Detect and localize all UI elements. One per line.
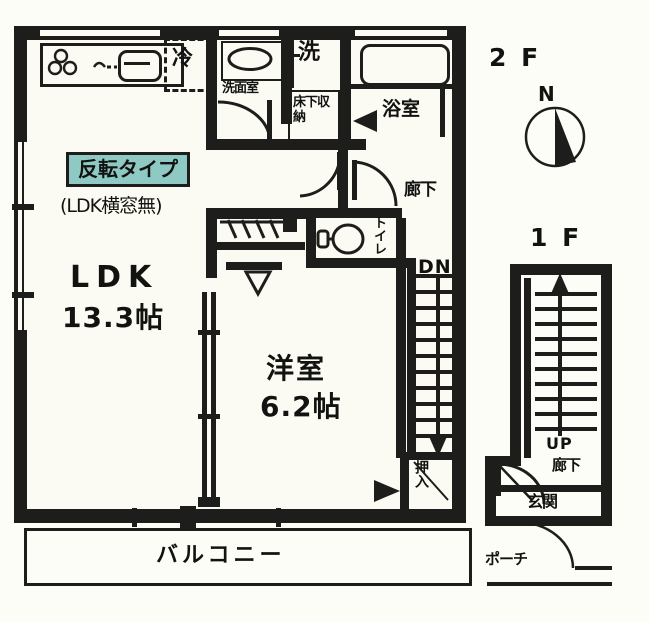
ldk-size-label: 13.3帖 (62, 301, 165, 334)
reversed-type-badge: 反転タイプ (66, 152, 190, 187)
washroom-top-window (219, 30, 279, 36)
floor-label-1f: 1 F (530, 223, 583, 252)
inset-wall-left (510, 264, 521, 464)
inset-wall-top (510, 264, 612, 275)
inset-wall-lower-left (485, 456, 496, 526)
reversed-type-badge-label: 反転タイプ (78, 157, 178, 181)
washroom-wall-bottom (206, 139, 366, 150)
inset-porch-edge (508, 519, 560, 524)
underfloor-storage-label: 床下収納 (293, 95, 330, 125)
closet-label: 押入 (413, 460, 429, 488)
ldk-bedroom-partition-door (198, 292, 220, 507)
bedroom-sliding-door-icon (374, 480, 400, 502)
bedroom-entry-arrow-icon (243, 270, 273, 298)
underfloor-storage-box (288, 90, 340, 142)
toilet-fixture-icon (316, 223, 365, 255)
vanity-counter (221, 41, 283, 81)
washer-label: 洗 (298, 40, 321, 65)
stairs-wall-left (407, 268, 416, 454)
inset-wall-right (601, 264, 612, 522)
balcony-sliding-doors (80, 506, 400, 528)
hanger-rail-icon (220, 219, 290, 239)
inset-entry-door-swing (496, 462, 546, 505)
bedroom-shelf-divider (283, 218, 297, 232)
bath-wall-left (340, 26, 351, 150)
washroom-label: 洗面室 (222, 81, 259, 96)
stairs-down-label: DN (418, 256, 452, 278)
floor-label-2f: 2 F (489, 43, 542, 72)
bathtub-icon (360, 44, 450, 86)
toilet-wall-left (306, 208, 316, 266)
sink-faucet-icon (92, 61, 117, 69)
balcony-label: バルコニー (156, 543, 286, 568)
balcony-area (24, 528, 472, 586)
bath-label: 浴室 (382, 98, 421, 120)
ldk-name-label: LDK (70, 260, 159, 295)
reversed-type-note: (LDK横窓無) (60, 195, 163, 217)
inset-stairs-up-icon (535, 273, 597, 436)
compass: N (520, 84, 600, 172)
kitchen-counter (40, 43, 184, 87)
sink-drain-line (124, 62, 150, 65)
bath-wall-inner-right (440, 89, 445, 137)
inset-ground-line (487, 582, 612, 586)
fridge-label: 冷 (172, 46, 193, 70)
washer-wall-right (284, 26, 294, 88)
inset-hallway-label: 廊下 (552, 456, 581, 474)
bath-top-window (355, 30, 447, 36)
bedroom-wall-top (206, 208, 316, 219)
bedroom-shelf-line (217, 242, 305, 250)
hallway-label: 廊下 (404, 180, 437, 200)
compass-north-label: N (538, 82, 555, 106)
hallway-door-swing-right (352, 160, 398, 207)
toilet-wall-bottom (306, 258, 416, 268)
bedroom-size-label: 6.2帖 (260, 390, 342, 423)
toilet-wall-top (306, 208, 402, 218)
interior-floor-fill (27, 40, 452, 509)
washroom-wall-left (206, 26, 217, 150)
bedroom-name-label: 洋室 (266, 352, 327, 385)
bedroom-partition-right (396, 218, 406, 458)
bedroom-wall-left (206, 208, 217, 278)
exterior-wall-right (452, 26, 466, 523)
bedroom-shelf-line2 (226, 262, 282, 270)
kitchen-sink-icon (118, 50, 162, 82)
hallway-door-swing-left (299, 152, 342, 198)
inset-ground-line2 (575, 566, 612, 570)
hallway-wall-left (338, 150, 348, 210)
washbasin-icon (227, 47, 273, 71)
bath-divider (351, 84, 452, 89)
inset-porch-label: ポーチ (485, 550, 528, 568)
compass-rose-icon (524, 106, 586, 168)
stove-burners-icon (47, 48, 78, 76)
stairs-treads-icon (416, 274, 454, 457)
inset-stairs-up-label: UP (546, 434, 573, 453)
ldk-side-window (12, 142, 34, 330)
bath-door-icon (353, 110, 377, 132)
closet-wall-top (400, 452, 452, 460)
closet-diagonal-icon (413, 461, 449, 501)
toilet-label: トイレ (371, 216, 386, 255)
closet-wall-left (400, 452, 409, 509)
washroom-door-swing (217, 100, 272, 141)
inset-genkan-step (496, 485, 602, 492)
inset-entrance-label: 玄関 (527, 492, 558, 511)
washer-tick (290, 54, 300, 57)
inset-wall-lower-top (485, 456, 521, 466)
inset-stair-rail (524, 278, 531, 458)
kitchen-top-window (40, 30, 160, 36)
